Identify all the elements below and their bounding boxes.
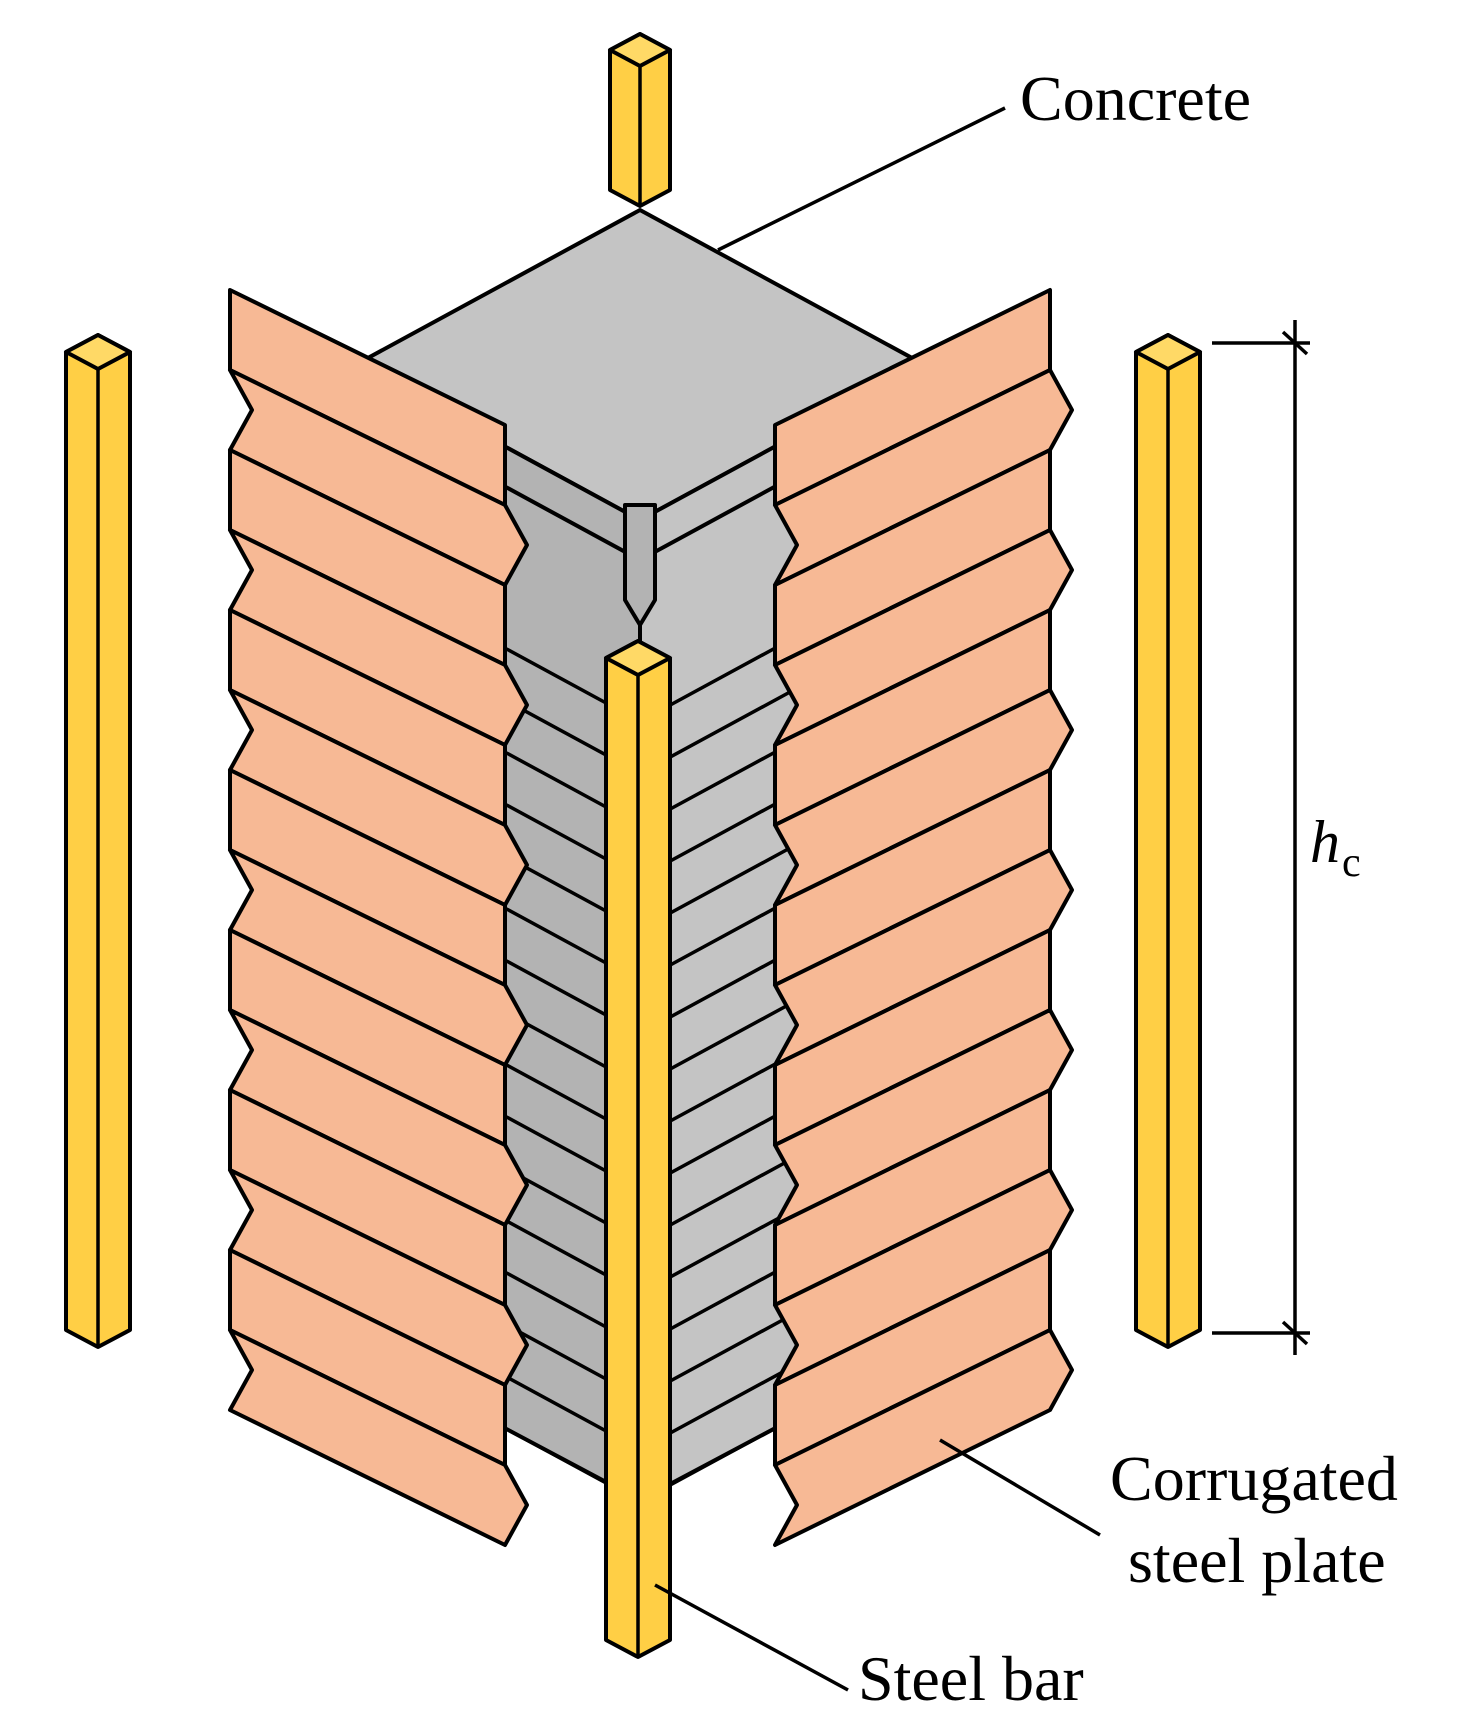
core-line-right — [649, 690, 791, 770]
steel-bar-right — [1134, 333, 1202, 1349]
core-line-right — [649, 1054, 791, 1134]
steel-bar-front — [604, 639, 672, 1659]
core-line-right — [649, 638, 791, 718]
height-subscript: c — [1342, 840, 1361, 886]
corrugated-label-line1: Corrugated — [1110, 1443, 1398, 1514]
core-line-right — [649, 742, 791, 822]
core-line-right — [649, 1366, 791, 1446]
concrete-corner-groove — [623, 503, 657, 627]
core-line-right — [649, 1106, 791, 1186]
concrete-leader-line — [717, 106, 1006, 252]
core-line-right — [649, 846, 791, 926]
height-symbol: h — [1310, 809, 1340, 875]
concrete-label: Concrete — [1020, 63, 1251, 134]
plate-leader-line — [939, 1438, 1101, 1537]
plate-rib — [773, 1328, 1074, 1547]
corrugated-steel-plate-right — [773, 288, 1074, 1547]
bar-leader-line — [654, 1583, 849, 1692]
core-line-right — [649, 898, 791, 978]
corrugated-steel-plate-left — [228, 288, 529, 1547]
steel-bar-label: Steel bar — [858, 1643, 1084, 1714]
steel-bar-top — [608, 32, 672, 208]
corrugated-label-line2: steel plate — [1128, 1525, 1386, 1596]
core-line-right — [649, 1158, 791, 1238]
core-line-right — [649, 1418, 791, 1498]
core-line-right — [649, 1262, 791, 1342]
core-line-right — [649, 950, 791, 1030]
core-line-right — [649, 794, 791, 874]
height-dimension: h c — [1212, 320, 1361, 1355]
plate-rib — [228, 1328, 529, 1547]
core-line-right — [649, 1210, 791, 1290]
core-line-right — [649, 1314, 791, 1394]
core-line-right — [649, 1002, 791, 1082]
steel-bar-left — [64, 333, 132, 1349]
